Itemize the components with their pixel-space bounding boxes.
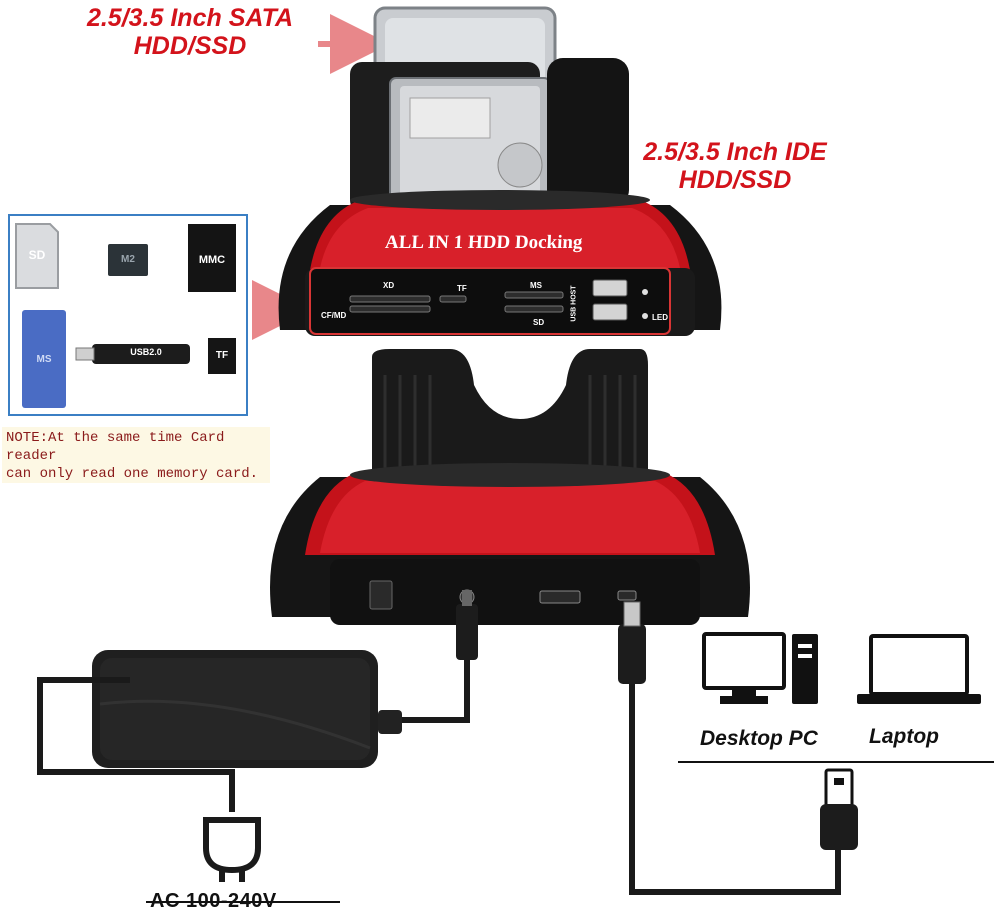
port-label-ms: MS	[530, 281, 542, 290]
dock-front-graphic	[278, 6, 722, 336]
usb-mini-port	[617, 590, 637, 601]
card-label-usb: USB2.0	[130, 347, 162, 357]
dock-rear-graphic	[270, 349, 750, 625]
memory-card-panel: SD M2 MMC MS USB2.0 TF	[8, 214, 248, 416]
ide-drive	[350, 62, 551, 212]
port-label-xd: XD	[383, 281, 395, 290]
ac-voltage-label: AC 100-240V	[150, 890, 277, 912]
port-label-cfmd: CF/MD	[321, 311, 347, 320]
m2-card-graphic	[108, 244, 148, 276]
card-label-tf: TF	[215, 350, 229, 361]
usb-mini-plug	[618, 624, 646, 684]
port-label-led: LED	[652, 313, 668, 322]
ide-callout-line1: 2.5/3.5 Inch IDE	[643, 138, 827, 166]
note-line1: NOTE:At the same time Card reader	[6, 430, 225, 464]
card-label-m2: M2	[121, 254, 135, 265]
laptop-icon	[857, 634, 981, 704]
memory-card-graphics	[15, 223, 236, 408]
card-label-sd: SD	[28, 248, 46, 262]
ac-plug	[203, 817, 261, 882]
ms-card-graphic	[22, 310, 66, 408]
sata-callout: 2.5/3.5 Inch SATA HDD/SSD	[40, 4, 340, 60]
dock-slot-insert	[372, 349, 648, 495]
sd-card-graphic	[15, 223, 59, 289]
note-box: NOTE:At the same time Card reader can on…	[2, 427, 270, 483]
sata-callout-line1: 2.5/3.5 Inch SATA	[86, 4, 294, 32]
tf-card-graphic	[208, 338, 236, 374]
power-switch	[369, 580, 393, 610]
desktop-pc-icon	[702, 632, 818, 704]
power-adapter	[92, 650, 402, 768]
sata-callout-line2: HDD/SSD	[133, 32, 247, 60]
card-label-mmc: MMC	[198, 254, 226, 266]
usb-stick-graphic	[92, 344, 190, 364]
ide-callout-line2: HDD/SSD	[678, 166, 792, 194]
port-label-sd: SD	[533, 318, 545, 327]
esata-port	[539, 590, 581, 604]
ide-callout: 2.5/3.5 Inch IDE HDD/SSD	[600, 138, 870, 194]
dock-brand-label: ALL IN 1 HDD Docking	[384, 232, 583, 253]
card-reader-panel	[309, 267, 671, 335]
cable-graphics	[37, 590, 994, 903]
mmc-card-graphic	[188, 224, 236, 292]
card-label-ms: MS	[36, 354, 52, 365]
desktop-pc-label: Desktop PC	[700, 727, 818, 750]
laptop-label: Laptop	[869, 725, 939, 748]
usb-a-plug	[820, 768, 858, 850]
ide-slot-cover	[547, 58, 629, 206]
port-label-usb-host: USB HOST	[570, 285, 578, 322]
dc-plug	[456, 604, 478, 660]
note-line2: can only read one memory card.	[6, 466, 259, 482]
port-label-tf: TF	[457, 284, 467, 293]
